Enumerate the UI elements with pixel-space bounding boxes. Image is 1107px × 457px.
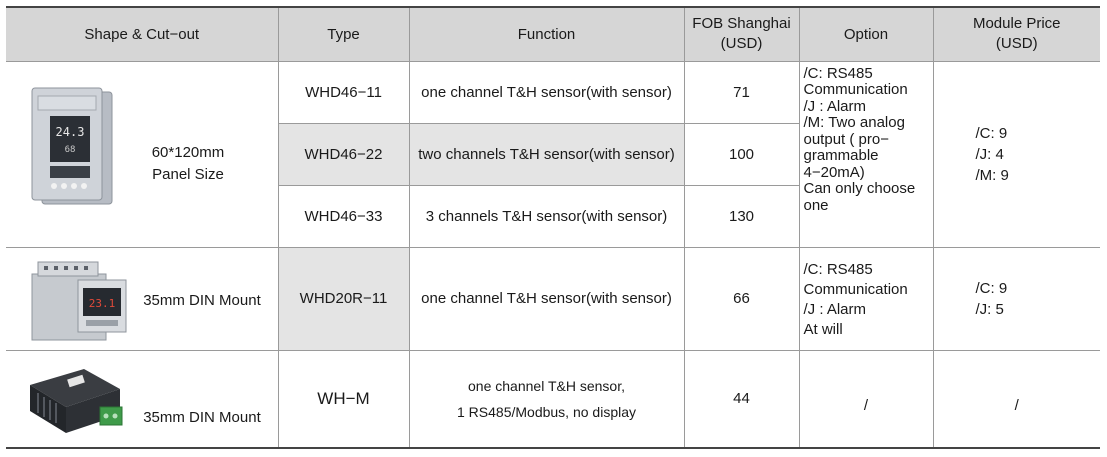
- header-fob: FOB Shanghai(USD): [683, 6, 800, 62]
- function-cell: one channel T&H sensor(with sensor): [408, 246, 685, 351]
- option-cell: /: [798, 349, 934, 449]
- type-cell: WHD46−22: [278, 122, 410, 186]
- table-row: WHD46−22 two channels T&H sensor(with se…: [6, 122, 1100, 186]
- header-option: Option: [798, 6, 934, 62]
- fob-cell: 130: [683, 184, 799, 248]
- din-module-image: [30, 368, 123, 433]
- panel-meter-image: 24.3 68: [31, 87, 113, 204]
- fob-cell: 71: [683, 60, 800, 124]
- fob-cell: 100: [683, 122, 799, 186]
- svg-text:23.1: 23.1: [89, 297, 116, 310]
- table-row: 24.3 68 60*120mm Panel Size WHD46−11 one…: [6, 60, 1100, 248]
- type-cell: WHD46−33: [278, 184, 410, 248]
- type-cell: WHD46−11: [277, 60, 410, 124]
- option-cell: /C: RS485 Communication /J : Alarm At wi…: [798, 246, 934, 351]
- shape-cell-din-meter: 23.1 35mm DIN Mount: [6, 246, 279, 351]
- table-row: 23.1 35mm DIN Mount WHD20R−11 one channe…: [6, 246, 1100, 351]
- svg-text:24.3: 24.3: [56, 125, 85, 139]
- header-type: Type: [277, 6, 410, 62]
- module-price-cell: /C: 9 /J: 4 /M: 9: [932, 60, 1100, 248]
- table-row: WHD46−33 3 channels T&H sensor(with sens…: [6, 184, 1100, 248]
- fob-cell: 66: [683, 246, 800, 351]
- shape-label: 60*120mm Panel Size: [151, 143, 225, 183]
- header-shape: Shape & Cut−out: [6, 6, 279, 62]
- header-module-price: Module Price(USD): [932, 6, 1100, 62]
- function-cell: two channels T&H sensor(with sensor): [408, 122, 685, 186]
- price-table: Shape & Cut−out Type Function FOB Shangh…: [6, 6, 1100, 449]
- fob-cell: 44: [683, 349, 800, 449]
- din-rail-meter-image: 23.1: [31, 261, 127, 340]
- module-price-cell: /C: 9 /J: 5: [932, 246, 1100, 351]
- svg-text:68: 68: [65, 145, 76, 155]
- module-price-cell: /: [932, 349, 1100, 449]
- type-cell: WH−M: [277, 349, 410, 449]
- function-cell: 3 channels T&H sensor(with sensor): [408, 184, 685, 248]
- header-function: Function: [408, 6, 685, 62]
- shape-cell-din-module: 35mm DIN Mount: [6, 349, 279, 449]
- shape-label: 35mm DIN Mount: [143, 408, 261, 426]
- table-row: 35mm DIN Mount WH−M one channel T&H sens…: [6, 349, 1100, 449]
- header-row: Shape & Cut−out Type Function FOB Shangh…: [6, 6, 1100, 62]
- function-cell: one channel T&H sensor, 1 RS485/Modbus, …: [408, 349, 685, 449]
- type-cell: WHD20R−11: [277, 246, 410, 351]
- option-cell: /C: RS485 Communication /J : Alarm /M: T…: [798, 60, 934, 248]
- shape-cell-panel: 24.3 68 60*120mm Panel Size: [6, 60, 279, 248]
- shape-label: 35mm DIN Mount: [143, 291, 261, 309]
- function-cell: one channel T&H sensor(with sensor): [408, 60, 685, 124]
